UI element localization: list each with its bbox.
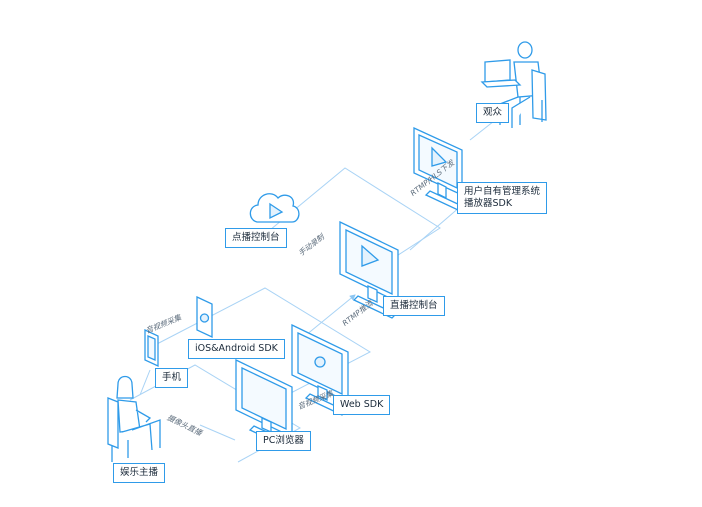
phone-device-icon (144, 328, 159, 368)
node-vod-console: 点播控制台 (225, 228, 287, 248)
node-anchor: 娱乐主播 (113, 463, 166, 483)
anchor-chair-icon (107, 397, 129, 462)
node-phone: 手机 (155, 368, 189, 388)
anchor-figure (107, 375, 161, 462)
node-viewer: 观众 (476, 103, 510, 123)
node-web-sdk: Web SDK (333, 395, 391, 415)
viewer-laptop-icon (484, 59, 511, 83)
edge-push-to-live (299, 294, 356, 341)
anchor-arm-icon (135, 409, 152, 423)
node-pc-browser: PC浏览器 (256, 431, 311, 451)
node-mobile-sdk: iOS&Android SDK (188, 339, 285, 359)
node-live-console: 直播控制台 (383, 296, 445, 316)
anchor-hair-icon (116, 375, 134, 399)
edge-anchor-to-phone (139, 369, 151, 396)
anchor-legs-icon (121, 419, 161, 451)
vod-cloud-icon (249, 193, 300, 223)
viewer-laptop-base-icon (480, 79, 522, 88)
edge-vod-to-player (269, 167, 441, 269)
node-player-sdk-line1: 用户自有管理系统 (464, 186, 541, 197)
edge-anchor-to-pc (199, 424, 236, 441)
mobile-sdk-device-icon (196, 295, 213, 339)
viewer-head-icon (517, 41, 533, 59)
node-player-sdk: 用户自有管理系统 播放器SDK (457, 182, 548, 214)
node-player-sdk-line2: 播放器SDK (464, 198, 513, 209)
